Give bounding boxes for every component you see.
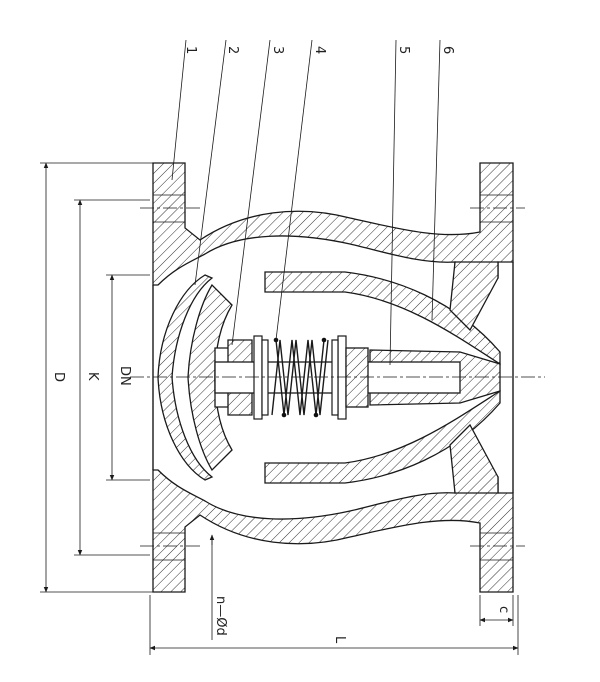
part-label-5: 5 <box>396 46 411 54</box>
leader-6 <box>431 39 441 321</box>
guide-rib-upper <box>449 261 499 332</box>
dimension-k-label: K <box>85 372 100 381</box>
disc-body <box>157 274 214 481</box>
dimension-c-label: c <box>496 606 511 613</box>
right-flange-top-hole <box>480 194 513 223</box>
dimension-dn-label: DN <box>117 366 132 386</box>
part-leaders <box>171 39 441 366</box>
leader-2 <box>194 39 227 286</box>
washer-left <box>253 335 263 420</box>
part-label-3: 3 <box>270 46 285 54</box>
part-label-6: 6 <box>440 46 455 54</box>
leader-3 <box>231 39 271 346</box>
spring-point-2 <box>321 337 327 343</box>
part-labels: 1 2 3 4 5 6 <box>183 46 455 54</box>
spring-point-3 <box>281 412 287 418</box>
washer-right <box>337 335 347 420</box>
spring-assembly <box>253 335 369 420</box>
part-label-4: 4 <box>312 46 327 54</box>
nut-right <box>345 347 369 408</box>
dimension-labels: D K DN n—Ød L c <box>51 366 511 644</box>
leader-4 <box>275 39 313 341</box>
dimension-bolt-label: n—Ød <box>213 596 228 636</box>
spring-coil-back <box>271 339 329 416</box>
dimension-l-label: L <box>332 636 347 644</box>
leader-5 <box>389 39 397 366</box>
spring-point-4 <box>313 412 319 418</box>
part-label-2: 2 <box>225 46 240 54</box>
left-flange-top-hole <box>153 194 185 223</box>
right-flange-bottom-hole <box>480 532 513 561</box>
left-flange-bottom-hole <box>153 532 185 561</box>
dimension-d-label: D <box>51 372 66 382</box>
washer-left-2 <box>261 339 269 416</box>
dimension-lines <box>40 162 519 655</box>
part-label-1: 1 <box>183 46 198 54</box>
guide-rib-lower <box>449 423 499 494</box>
leader-1 <box>171 39 187 181</box>
washer-right-2 <box>331 339 339 416</box>
